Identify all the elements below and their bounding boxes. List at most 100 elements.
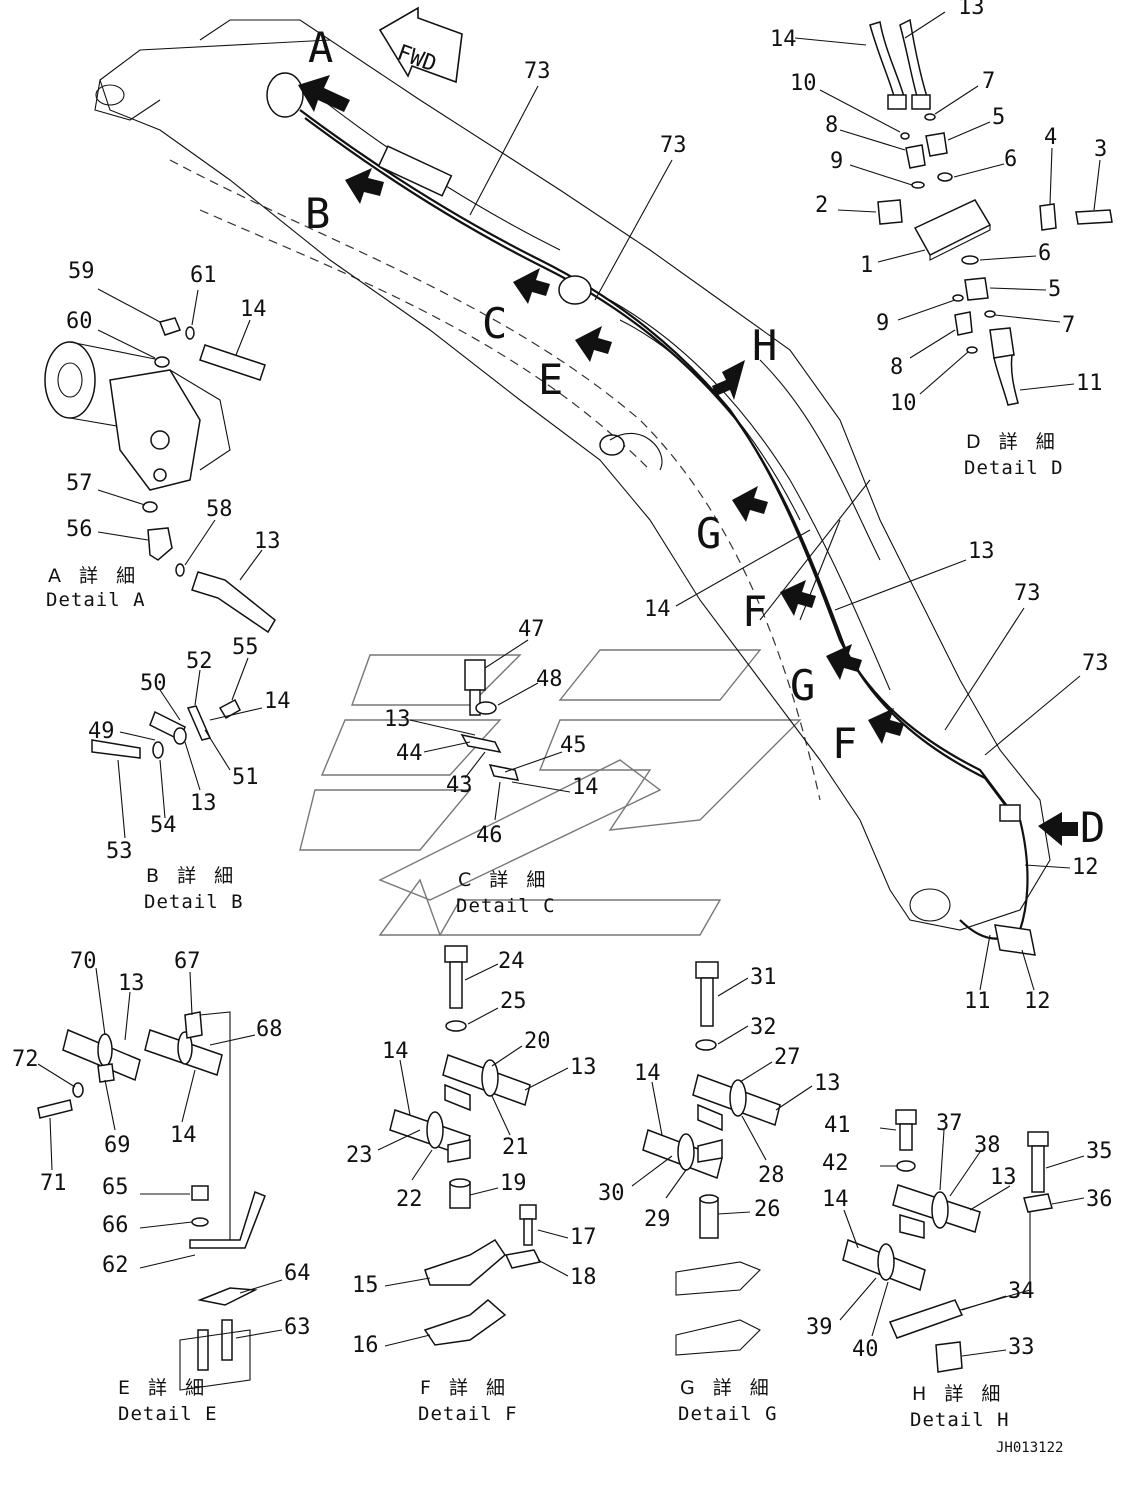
detail-d-caption-jp: D 詳 細 <box>966 431 1061 453</box>
detail-d-4: 4 <box>1044 125 1057 150</box>
detail-c-46: 46 <box>476 823 503 848</box>
detail-d-7-lower: 7 <box>1062 313 1075 338</box>
detail-d-2: 2 <box>815 193 828 218</box>
detail-c-caption-jp: C 詳 細 <box>458 869 551 891</box>
detail-f-14: 14 <box>382 1039 409 1064</box>
view-letter-e: E <box>538 355 563 404</box>
detail-a-57: 57 <box>66 471 93 496</box>
detail-g-caption-en: Detail G <box>678 1403 778 1425</box>
detail-e-63: 63 <box>284 1315 311 1340</box>
detail-h-36: 36 <box>1086 1187 1113 1212</box>
view-arrow-c <box>513 268 550 304</box>
view-letter-b: B <box>305 189 330 238</box>
detail-h: 41 37 38 42 35 13 36 14 34 39 40 33 H 詳 … <box>806 1109 1113 1431</box>
detail-b-caption-en: Detail B <box>144 891 244 913</box>
callout-12-lower: 12 <box>1024 989 1051 1014</box>
detail-e-65: 65 <box>102 1175 129 1200</box>
detail-g-32: 32 <box>750 1015 777 1040</box>
detail-h-39: 39 <box>806 1315 833 1340</box>
detail-e-68: 68 <box>256 1017 283 1042</box>
detail-e-caption-en: Detail E <box>118 1403 218 1425</box>
detail-f-19: 19 <box>500 1171 527 1196</box>
detail-a-56: 56 <box>66 517 93 542</box>
detail-h-42: 42 <box>822 1151 849 1176</box>
detail-f-21: 21 <box>502 1135 529 1160</box>
detail-e-13: 13 <box>118 971 145 996</box>
detail-h-14: 14 <box>822 1187 849 1212</box>
detail-a-59: 59 <box>68 259 95 284</box>
detail-g-29: 29 <box>644 1207 671 1232</box>
detail-c-14: 14 <box>572 775 599 800</box>
detail-e-62: 62 <box>102 1253 129 1278</box>
detail-c-48: 48 <box>536 667 563 692</box>
detail-f-20: 20 <box>524 1029 551 1054</box>
view-letter-h: H <box>752 321 777 370</box>
detail-e-71: 71 <box>40 1171 67 1196</box>
detail-e-64: 64 <box>284 1261 311 1286</box>
detail-h-40: 40 <box>852 1337 879 1362</box>
view-arrows: A B C E H G F G F D <box>298 23 1105 852</box>
detail-d-5-upper: 5 <box>992 105 1005 130</box>
detail-f-25: 25 <box>500 989 527 1014</box>
detail-e: 70 13 67 68 72 69 14 71 65 66 62 64 63 E… <box>12 949 311 1425</box>
detail-d-6-lower: 6 <box>1038 241 1051 266</box>
detail-g-14: 14 <box>634 1061 661 1086</box>
callout-73-upper: 73 <box>524 59 551 84</box>
detail-c-caption-en: Detail C <box>456 895 556 917</box>
detail-h-41: 41 <box>824 1113 851 1138</box>
detail-d-13: 13 <box>958 0 985 20</box>
detail-b-49: 49 <box>88 719 115 744</box>
detail-d-14: 14 <box>770 27 797 52</box>
detail-d-10-lower: 10 <box>890 391 917 416</box>
view-arrow-a <box>298 75 350 112</box>
view-arrow-g2 <box>826 644 862 680</box>
detail-f-16: 16 <box>352 1333 379 1358</box>
detail-g: 31 32 27 14 13 28 30 29 26 G 詳 細 Detail … <box>598 961 841 1425</box>
detail-f-18: 18 <box>570 1265 597 1290</box>
watermark-logo <box>299 649 802 936</box>
detail-d-caption-en: Detail D <box>964 457 1064 479</box>
detail-a-caption-jp: A 詳 細 <box>48 565 141 587</box>
detail-b: 50 52 55 14 49 51 13 54 53 B 詳 細 Detail … <box>88 635 291 913</box>
detail-g-caption-jp: G 詳 細 <box>680 1377 775 1399</box>
detail-c-45: 45 <box>560 733 587 758</box>
forward-direction-arrow: FWD <box>378 6 463 84</box>
detail-f-caption-jp: F 詳 細 <box>420 1377 511 1399</box>
detail-h-caption-en: Detail H <box>910 1409 1010 1431</box>
view-arrow-e <box>575 326 612 362</box>
boom-assembly <box>94 19 1051 956</box>
view-letter-a: A <box>308 23 333 72</box>
detail-f: 24 25 14 20 13 21 23 22 19 17 18 15 16 F… <box>346 945 597 1425</box>
callout-12-upper: 12 <box>1072 855 1099 880</box>
detail-d-9-lower: 9 <box>876 311 889 336</box>
detail-f-13: 13 <box>570 1055 597 1080</box>
detail-d-7-upper: 7 <box>982 69 995 94</box>
detail-g-26: 26 <box>754 1197 781 1222</box>
detail-h-37: 37 <box>936 1111 963 1136</box>
view-letter-f1: F <box>742 587 767 636</box>
detail-a-58: 58 <box>206 497 233 522</box>
detail-e-caption-jp: E 詳 細 <box>118 1377 210 1399</box>
detail-b-51: 51 <box>232 765 259 790</box>
detail-h-35: 35 <box>1086 1139 1113 1164</box>
detail-d-8-upper: 8 <box>825 113 838 138</box>
detail-g-30: 30 <box>598 1181 625 1206</box>
drawing-code: JH013122 <box>996 1440 1063 1456</box>
callout-73-lower-a: 73 <box>1014 581 1041 606</box>
main-callouts: 73 73 13 14 73 73 12 11 12 <box>469 59 1109 1014</box>
view-letter-g2: G <box>790 661 815 710</box>
detail-a-61: 61 <box>190 263 217 288</box>
detail-b-54: 54 <box>150 813 177 838</box>
detail-b-14: 14 <box>264 689 291 714</box>
view-letter-d: D <box>1080 803 1105 852</box>
detail-g-31: 31 <box>750 965 777 990</box>
fwd-label: FWD <box>394 40 440 77</box>
view-arrow-g1 <box>732 486 768 522</box>
detail-d-5-lower: 5 <box>1048 277 1061 302</box>
detail-a-14: 14 <box>240 297 267 322</box>
detail-d-3: 3 <box>1094 137 1107 162</box>
detail-d-6-upper: 6 <box>1004 147 1017 172</box>
callout-13-main: 13 <box>968 539 995 564</box>
detail-d-9-upper: 9 <box>830 149 843 174</box>
